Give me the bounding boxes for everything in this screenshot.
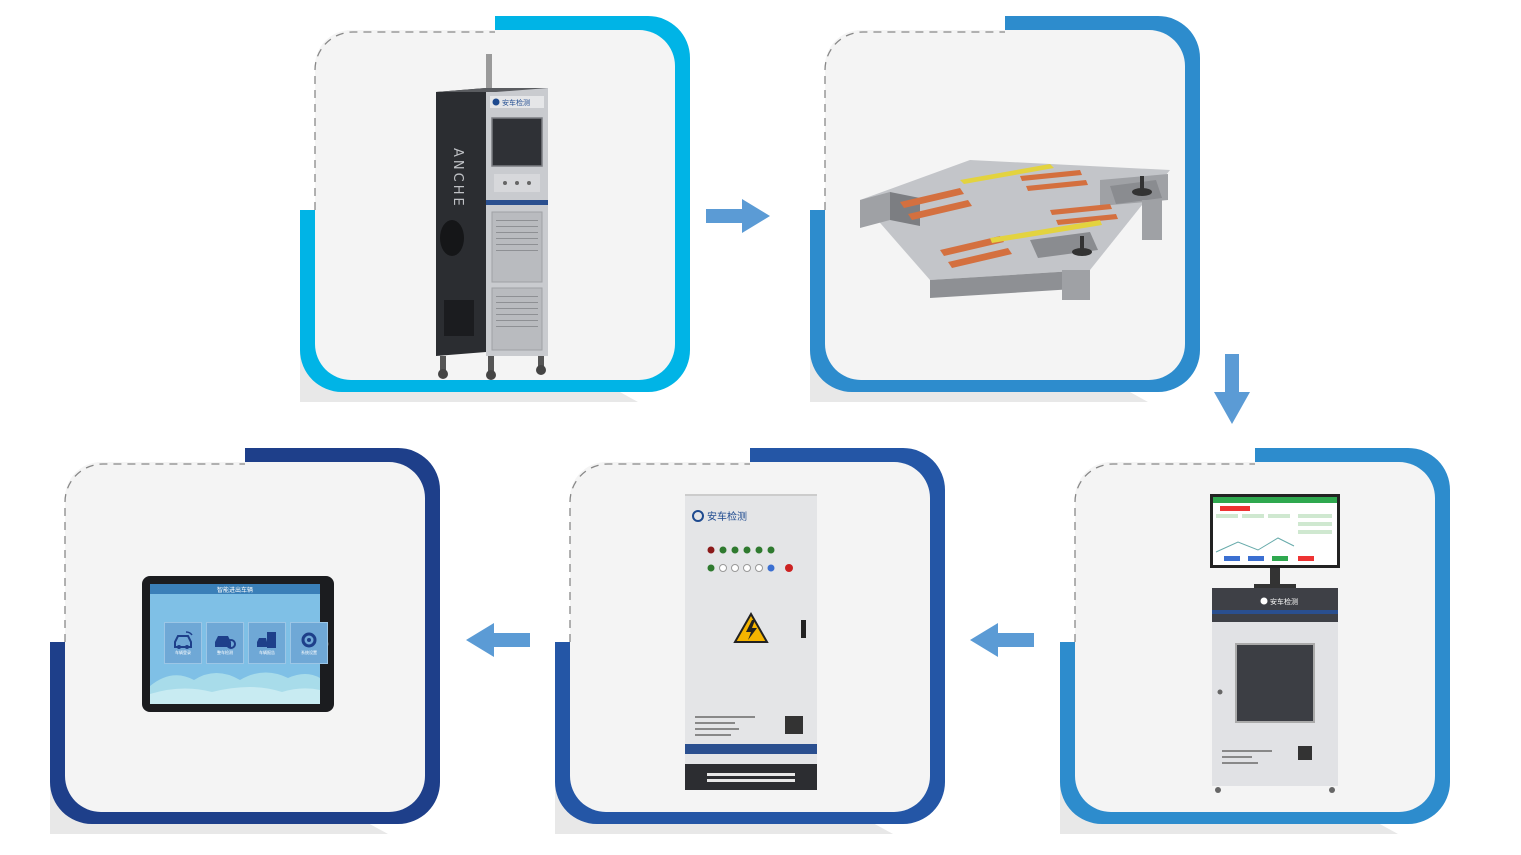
analyzer-cabinet-image: 安车检测 ANCHE <box>436 54 548 380</box>
tablet-app-vehicle-report[interactable]: 车辆报告 <box>248 622 286 664</box>
test-platform-image <box>860 160 1170 300</box>
tablet-app-vehicle-login[interactable]: 车辆登录 <box>164 622 202 664</box>
computer-station-image: 安车检测 <box>1210 494 1340 793</box>
brand-logo-icon <box>1260 597 1268 605</box>
control-cabinet-image: 安车检测 <box>685 494 817 790</box>
qr-code-icon <box>785 716 803 734</box>
door-handle <box>801 620 806 638</box>
card-tablet: 智能进出车辆 车辆登录 整车检测 车辆报告 <box>40 442 450 842</box>
tablet-app-system-settings[interactable]: 系统设置 <box>290 622 328 664</box>
cabinet-logo-text: 安车检测 <box>502 98 530 107</box>
report-icon <box>257 632 276 648</box>
indicator-lights <box>707 546 793 572</box>
tablet-app-label: 车辆登录 <box>175 650 191 655</box>
tablet-app-label: 系统设置 <box>301 650 317 655</box>
tablet-app-label: 车辆报告 <box>259 650 275 655</box>
car-wireless-icon <box>174 631 193 649</box>
card-computer-station: 安车检测 <box>1050 442 1460 842</box>
qr-code-icon <box>1298 746 1312 760</box>
card-analyzer-cabinet: 安车检测 ANCHE <box>290 10 700 410</box>
settings-icon <box>301 632 317 648</box>
tablet-title: 智能进出车辆 <box>217 586 253 594</box>
tablet-app-vehicle-inspection[interactable]: 整车检测 <box>206 622 244 664</box>
flow-arrow-left <box>466 623 530 657</box>
flow-arrow-right <box>706 199 770 233</box>
flow-arrow-left <box>970 623 1034 657</box>
control-cabinet-logo-text: 安车检测 <box>707 510 747 523</box>
brand-logo-icon <box>692 510 704 522</box>
high-voltage-icon <box>733 611 769 643</box>
card-test-platform <box>800 10 1210 410</box>
brand-logo-icon <box>492 98 500 106</box>
card-frame <box>300 16 690 402</box>
card-control-cabinet: 安车检测 <box>545 442 955 842</box>
car-gear-icon <box>215 636 236 649</box>
tablet-app-grid: 车辆登录 整车检测 车辆报告 系统设置 <box>164 622 328 664</box>
tablet-app-label: 整车检测 <box>217 650 233 655</box>
flow-arrow-down <box>1214 354 1250 424</box>
cabinet-vertical-brand: ANCHE <box>450 148 465 209</box>
station-logo-text: 安车检测 <box>1270 597 1298 606</box>
